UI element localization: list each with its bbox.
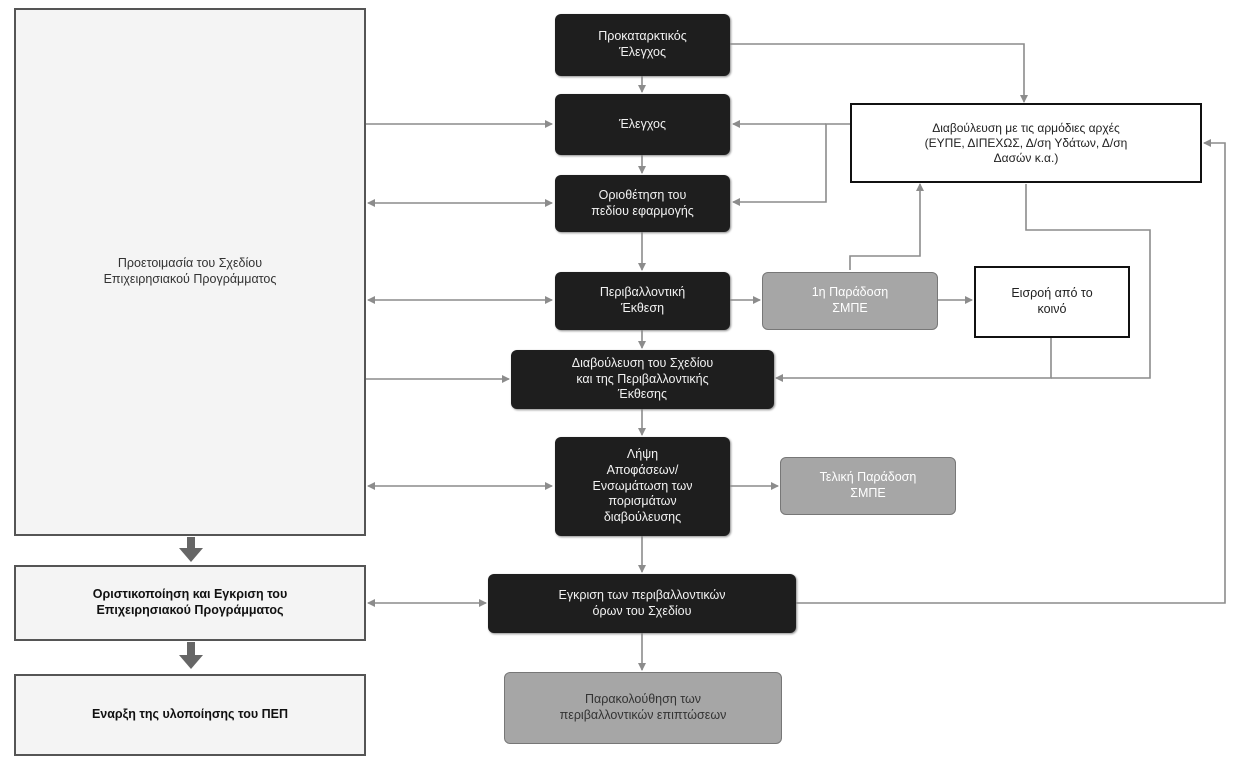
implementation-start-label: Εναρξη της υλοποίησης του ΠΕΠ	[91, 707, 289, 722]
program-preparation-label: Προετοιμασία του Σχεδίου Επιχειρησιακού …	[103, 256, 277, 286]
environmental-report-box: Περιβαλλοντική Έκθεση	[555, 272, 730, 330]
monitoring-label: Παρακολούθηση των περιβαλλοντικών επιπτώ…	[559, 692, 727, 722]
final-delivery-label: Τελική Παράδοση ΣΜΠΕ	[819, 470, 917, 500]
arrow-public-to-consultation	[775, 338, 1052, 382]
authorities-consultation-box: Διαβούλευση με τις αρμόδιες αρχές (ΕΥΠΕ,…	[850, 103, 1202, 183]
program-preparation-box: Προετοιμασία του Σχεδίου Επιχειρησιακού …	[14, 8, 366, 536]
scope-definition-box: Οριοθέτηση του πεδίου εφαρμογής	[555, 175, 730, 232]
preliminary-check-box: Προκαταρκτικός Έλεγχος	[555, 14, 730, 76]
scope-definition-label: Οριοθέτηση του πεδίου εφαρμογής	[591, 187, 694, 218]
preliminary-check-label: Προκαταρκτικός Έλεγχος	[598, 29, 687, 59]
program-finalization-label: Οριστικοποίηση και Εγκριση του Επιχειρησ…	[92, 587, 288, 617]
big-arrow-stem-1	[187, 537, 195, 549]
first-delivery-label: 1η Παράδοση ΣΜΠΕ	[811, 285, 889, 315]
big-down-arrow-2	[179, 655, 203, 669]
final-delivery-box: Τελική Παράδοση ΣΜΠΕ	[780, 457, 956, 515]
approval-terms-box: Εγκριση των περιβαλλοντικών όρων του Σχε…	[488, 574, 796, 633]
arrow-authorities-to-check	[732, 123, 850, 206]
arrow-approval-to-authorities	[796, 139, 1226, 604]
arrow-first-delivery-to-authorities	[849, 183, 924, 270]
environmental-report-label: Περιβαλλοντική Έκθεση	[599, 285, 686, 315]
implementation-start-box: Εναρξη της υλοποίησης του ΠΕΠ	[14, 674, 366, 756]
public-input-label: Εισροή από το κοινό	[1011, 286, 1093, 316]
first-delivery-box: 1η Παράδοση ΣΜΠΕ	[762, 272, 938, 330]
authorities-consultation-label: Διαβούλευση με τις αρμόδιες αρχές (ΕΥΠΕ,…	[924, 120, 1128, 165]
plan-consultation-box: Διαβούλευση του Σχεδίου και της Περιβαλλ…	[511, 350, 774, 409]
decision-making-box: Λήψη Αποφάσεων/ Ενσωμάτωση των πορισμάτω…	[555, 437, 730, 536]
arrow-preliminary-to-authorities	[730, 43, 1028, 103]
decision-making-label: Λήψη Αποφάσεων/ Ενσωμάτωση των πορισμάτω…	[592, 447, 693, 524]
public-input-box: Εισροή από το κοινό	[974, 266, 1130, 338]
program-finalization-box: Οριστικοποίηση και Εγκριση του Επιχειρησ…	[14, 565, 366, 641]
arrow-authorities-to-consultation	[1025, 184, 1151, 379]
check-label: Έλεγχος	[618, 116, 667, 131]
big-arrow-stem-2	[187, 642, 195, 656]
big-down-arrow-1	[179, 548, 203, 562]
plan-consultation-label: Διαβούλευση του Σχεδίου και της Περιβαλλ…	[571, 356, 714, 402]
check-box: Έλεγχος	[555, 94, 730, 155]
approval-terms-label: Εγκριση των περιβαλλοντικών όρων του Σχε…	[558, 587, 726, 618]
monitoring-box: Παρακολούθηση των περιβαλλοντικών επιπτώ…	[504, 672, 782, 744]
